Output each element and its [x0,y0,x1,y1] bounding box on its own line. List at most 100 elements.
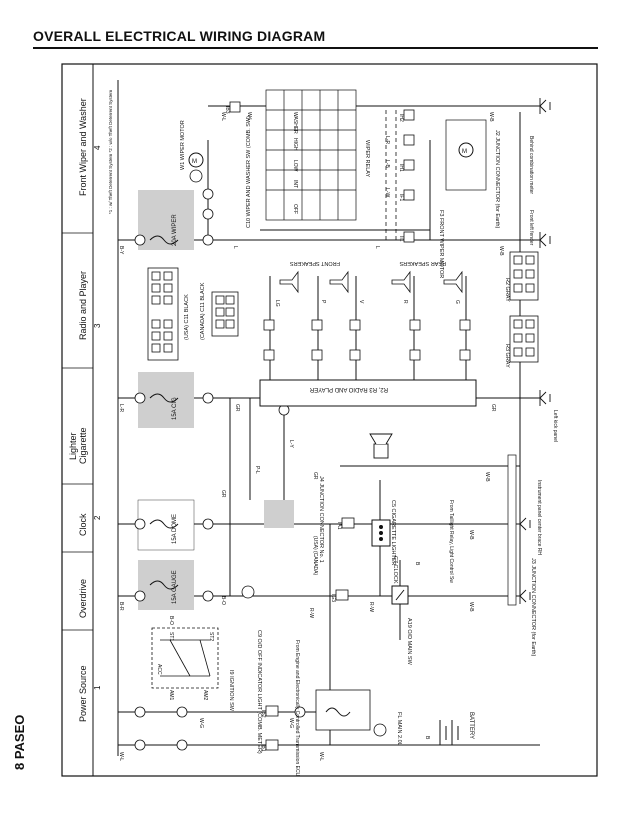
fuse-gauge: 15A GAUGE [138,560,194,610]
terminal-blocks [229,101,471,751]
section-dividers [62,232,93,631]
wire-wg-2: W-G [288,718,294,728]
terminal-ii1: II1 [398,236,404,242]
ignition-sw-label: I9 IGNITION SW [228,670,234,712]
fuse-gauge-label: 15A GAUGE [172,570,178,604]
wiper-sw-low: LOW [292,160,298,172]
cigarette-lighter-label: C5 CIGARETTE LIGHTER [390,500,396,565]
wiper-sw-off: OFF [292,204,298,214]
wire-l-1: L [232,246,238,249]
wire-br-1: B-R [118,602,124,611]
wire-bo-1: B-O [220,596,226,605]
wire-by-1: B-Y [118,246,124,255]
terminal-ih2: IH2 [398,114,404,122]
ign-am2: AM2 [202,690,208,701]
wiper-relay-label: WIPER RELAY [364,140,370,178]
svg-text:M: M [192,159,197,165]
overdrive-switch [391,585,409,605]
wire-wb-1: W-B [468,602,474,612]
junction-j4-label: J4 JUNCTION CONNECTOR No. 1 [318,476,324,563]
terminal-ih1: IH1 [398,164,404,172]
shielded-lines [385,110,397,240]
speakers [279,270,463,294]
ground-front-label: Front left fender [528,210,534,246]
terminal-ig3: IG3 [330,594,336,602]
radio-connector-r2 [509,251,539,363]
fuse-wiper: 20A WIPER [138,190,194,250]
section-label-overdrive: Overdrive [78,579,88,618]
section-label-front-wiper: Front Wiper and Washer [78,98,88,196]
terminal-if1: IF1 [398,194,404,201]
terminal-ib2: IB2 [260,710,266,718]
wire-bo-2: B-O [168,616,174,625]
radio-connector-canada [211,291,239,337]
fuse-cig-label: 15A CIG [172,397,178,420]
wire-wb-5: W-B [488,112,494,122]
wire-wb-4: W-B [498,246,504,256]
wire-pl-1: P-L [254,466,260,474]
overdrive-sw-label: A19 O/D MAIN SW [406,618,412,666]
usa-canada-label: (USA) (CANADA) [312,536,318,576]
fuse-wiper-label: 20A WIPER [172,214,178,246]
battery-label: BATTERY [468,712,474,739]
washer-motor-label: F3 FRONT WIPER MOTOR [438,210,444,278]
canada-cub-label: (CANADA) C11 BLACK [200,282,206,340]
ignition-switch [151,627,219,689]
wire-b-1: B [424,736,430,740]
ground-rh-label: Behind combination meter [528,136,534,194]
wire-wb-3: W-B [484,472,490,482]
wire-v-1: V [358,300,364,304]
wire-lg-1: LG [274,300,280,307]
section-num-4: 4 [93,145,102,150]
radio-connector-usa [147,267,179,361]
wire-l-2: L [374,246,380,249]
wire-wb-2: W-B [468,530,474,540]
ground-left-kick-label: Left kick panel [552,410,558,442]
wiper-motor: M [188,152,204,168]
wire-gr-3: GR [312,472,318,480]
dimmer-note: From Taillight Relay, Light Control Sw [448,500,454,583]
fl-main-label: FL MAIN 2.0L [396,712,402,746]
title-rule [33,47,598,49]
radio-conn-r2-label: R2 GRAY [504,278,510,302]
ign-acc: ACC [156,664,162,675]
section-num-1: 1 [93,685,102,690]
wiper-sw-label: C10 WIPER AND WASHER SW (COMB. SW) [246,116,252,228]
section-label-cig-2: Lighter [68,432,78,460]
wire-wl-3: W-L [220,112,226,121]
wire-b-2: B [414,562,420,566]
radio-player-box [259,379,477,407]
connector-pins [134,169,387,751]
radio-player-label: R2, R3 RADIO AND PLAYER [309,386,388,392]
section-label-cig: Cigarette [78,427,88,464]
wire-rw-2: R-W [308,608,314,618]
diagram-frame [61,63,598,777]
wire-gr-1: GR [234,404,240,412]
ecu-note: From Engine and Electronically Controlle… [294,640,300,777]
fusible-link-symbol [325,707,351,717]
wire-wl-1: W-L [118,752,124,761]
wiper-relay-grid [265,89,357,221]
wire-wl-2: W-L [318,752,324,761]
wiper-motor-label: W1 WIPER MOTOR [180,120,186,170]
od-off-indicator-label: C9 O/D OFF INDICATOR LIGHT (COMB. METER) [256,630,262,754]
wiper-sw-high: HIGH [292,138,298,151]
washer-motor: M [445,119,487,191]
svg-text:M: M [462,149,467,155]
terminal-ib1: IB1 [260,744,266,752]
wire-lr-2: L-R [384,136,390,144]
fuse-cig: 15A CIG [138,372,194,428]
wire-wg-1: W-G [198,718,204,728]
cigarette-lighter [369,433,393,459]
wire-rl-1: R-W [368,602,374,612]
wiper-sw-washer: WASHER [292,112,298,134]
fuse-dome: 15A DOME [137,499,195,551]
junction-j3-label: J3 JUNCTION CONNECTOR (for Earth) [530,558,536,656]
wire-g-1: G [454,300,460,304]
rear-speakers-label: REAR SPEAKERS [399,260,446,266]
section-label-radio: Radio and Player [78,271,88,340]
ground-symbols [519,98,551,604]
fusible-link-box [315,689,371,731]
wire-gr-4: GR [220,490,226,498]
